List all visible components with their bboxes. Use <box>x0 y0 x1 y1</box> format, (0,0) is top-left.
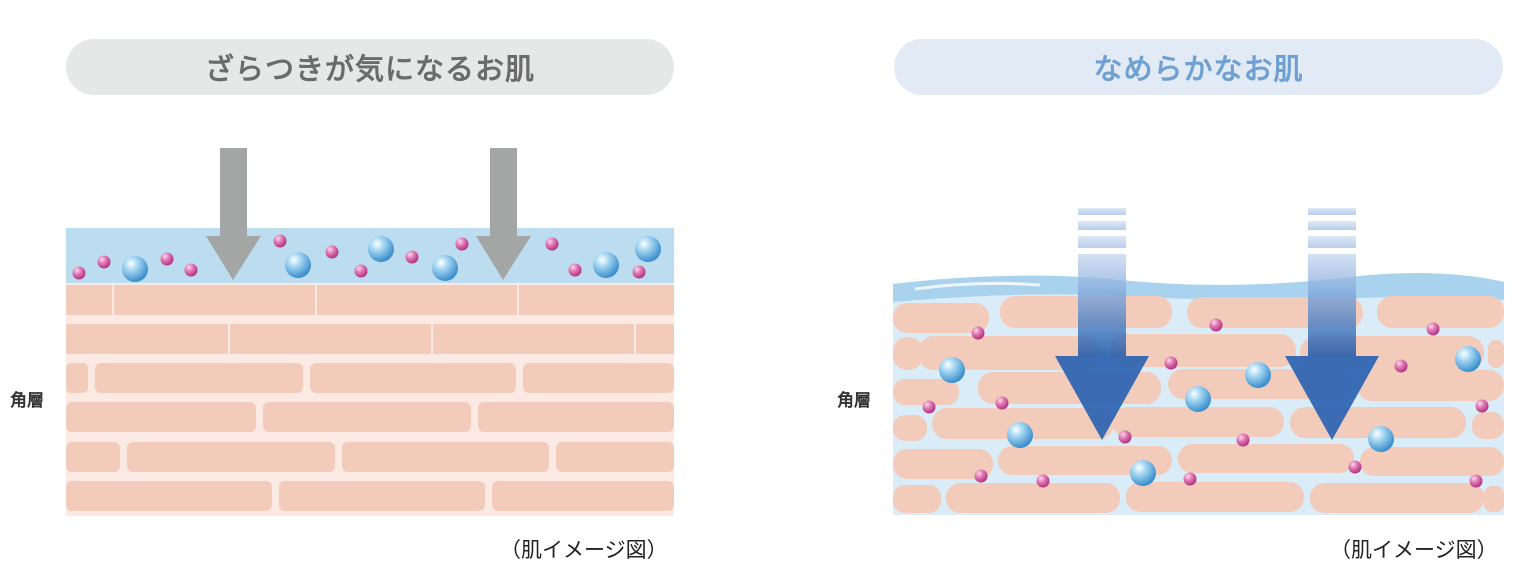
stratum-corneum-label: 角層 <box>837 391 871 411</box>
rough-skin-title: ざらつきが気になるお肌 <box>66 39 674 95</box>
smooth-skin-diagram <box>893 273 1504 515</box>
water-droplet-icons <box>939 346 1481 486</box>
gray-down-arrow-icon <box>206 148 261 280</box>
pink-molecule-icons <box>72 234 646 280</box>
rough-skin-diagram <box>66 148 674 516</box>
blue-gradient-down-arrow-icon <box>1285 208 1379 440</box>
gray-down-arrow-icon <box>476 148 531 280</box>
stratum-corneum-label: 角層 <box>10 391 44 411</box>
smooth-skin-title: なめらかなお肌 <box>894 39 1503 95</box>
image-caption: （肌イメージ図） <box>1330 538 1498 562</box>
blue-gradient-down-arrow-icon <box>1055 208 1149 440</box>
image-caption: （肌イメージ図） <box>500 538 668 562</box>
pink-molecule-icons <box>922 318 1489 488</box>
water-droplet-icons <box>122 236 661 282</box>
corneocyte-rows <box>66 285 674 511</box>
corneocyte-rows <box>893 296 1504 513</box>
